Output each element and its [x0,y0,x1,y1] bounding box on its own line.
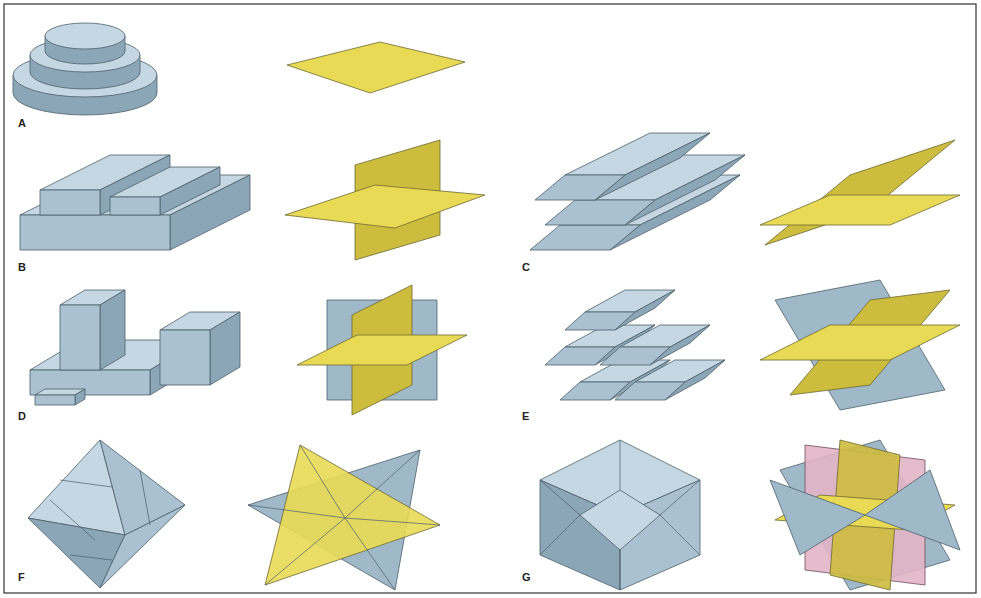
drawn-face [545,200,655,225]
panel-letter: D [18,410,26,422]
drawn-face [265,445,440,585]
panel-letter: A [18,117,26,129]
cleavage-planes [760,140,960,245]
cleavage-planes [770,440,960,590]
cleavage-plane [287,42,465,93]
cleavage-planes [248,445,440,590]
drawn-face [75,389,85,405]
drawn-face [297,335,467,365]
drawn-face [565,312,635,330]
drawn-face [770,480,865,555]
drawn-face [100,505,185,588]
drawn-face [60,305,100,370]
frame [4,4,976,593]
drawn-face [248,445,440,590]
plate-stack [13,23,157,115]
drawn-face [530,225,640,250]
rhombohedron-aggregate [545,290,725,400]
drawn-face [30,370,150,395]
panel-letter: G [522,571,531,583]
panel-letter: B [18,261,26,273]
drawn-face [110,197,160,215]
drawn-face [595,133,710,200]
dodecahedron [540,440,700,590]
drawn-face [287,42,465,93]
octahedron [28,440,185,588]
drawn-face [100,440,185,535]
drawn-face [650,325,710,365]
cleavage-planes [760,280,960,410]
drawn-face [285,185,485,228]
drawn-face [160,167,220,215]
drawn-face [865,470,960,550]
cleavage-planes [285,140,485,260]
drawn-face [160,330,210,385]
drawn-face [540,440,700,590]
drawn-face [760,195,960,225]
drawn-face [45,23,125,49]
drawn-face [665,360,725,400]
panel-letter: C [522,261,530,273]
block-aggregate [20,155,250,250]
drawn-face [20,215,170,250]
drawn-face [210,312,240,385]
drawn-face [760,325,960,360]
cube-aggregate [30,290,240,405]
drawn-face [615,290,675,330]
panel-letter: E [522,410,529,422]
drawn-face [100,290,125,370]
drawn-face [615,382,685,400]
drawn-face [50,470,150,560]
cleavage-planes [297,285,467,415]
slab-aggregate [530,133,745,250]
drawn-face [35,395,75,405]
drawn-face [765,140,955,245]
drawn-face [535,175,625,200]
drawn-face [40,190,100,215]
drawn-face [600,347,670,365]
drawn-face [580,490,660,550]
panel-letter: F [18,571,25,583]
